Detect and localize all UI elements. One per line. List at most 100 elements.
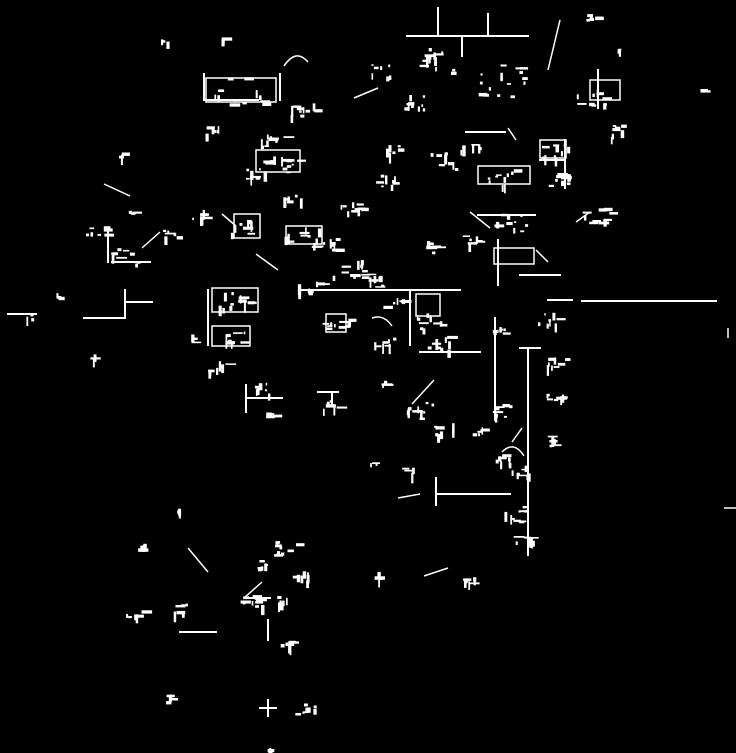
glyph-fragment — [313, 705, 317, 709]
glyph-fragment — [218, 361, 222, 372]
glyph-fragment — [275, 541, 281, 544]
glyph-fragment — [499, 327, 502, 333]
glyph-fragment — [299, 231, 310, 235]
glyph-fragment — [264, 389, 268, 392]
glyph-fragment — [549, 444, 552, 448]
glyph-fragment — [181, 612, 185, 618]
glyph-fragment — [225, 363, 237, 365]
glyph-fragment — [293, 105, 302, 108]
glyph-fragment — [592, 220, 602, 223]
glyph-fragment — [332, 275, 336, 281]
glyph-fragment — [549, 440, 558, 443]
glyph-fragment — [260, 566, 264, 571]
glyph-fragment — [420, 412, 423, 419]
glyph-fragment — [556, 175, 565, 179]
glyph-fragment — [347, 211, 350, 218]
glyph-fragment — [314, 109, 323, 113]
glyph-fragment — [611, 133, 614, 140]
glyph-fragment — [700, 89, 708, 93]
glyph-fragment — [259, 560, 265, 563]
glyph-fragment — [378, 577, 380, 588]
glyph-fragment — [586, 18, 590, 22]
glyph-fragment — [483, 93, 489, 97]
glyph-fragment — [452, 68, 456, 72]
glyph-fragment — [471, 144, 480, 146]
glyph-fragment — [407, 103, 410, 111]
glyph-fragment — [116, 256, 128, 259]
glyph-fragment — [243, 331, 246, 335]
glyph-fragment — [479, 81, 483, 85]
component-box — [493, 247, 535, 265]
glyph-fragment — [283, 197, 287, 208]
glyph-fragment — [466, 578, 468, 584]
glyph-fragment — [429, 315, 432, 323]
glyph-fragment — [525, 224, 529, 227]
glyph-fragment — [548, 319, 552, 322]
glyph-fragment — [388, 152, 392, 164]
glyph-fragment — [417, 406, 420, 414]
glyph-fragment — [554, 157, 558, 167]
glyph-fragment — [438, 164, 446, 167]
glyph-fragment — [252, 595, 263, 598]
glyph-fragment — [216, 367, 219, 375]
glyph-fragment — [493, 331, 497, 336]
glyph-fragment — [239, 223, 243, 226]
glyph-fragment — [495, 459, 499, 464]
glyph-fragment — [357, 260, 360, 270]
glyph-fragment — [385, 384, 394, 386]
glyph-fragment — [306, 574, 310, 584]
glyph-fragment — [448, 341, 451, 350]
glyph-fragment — [217, 126, 220, 134]
glyph-fragment — [176, 610, 186, 615]
glyph-fragment — [382, 341, 389, 344]
glyph-fragment — [448, 162, 454, 166]
glyph-fragment — [290, 114, 294, 123]
glyph-fragment — [612, 128, 621, 132]
glyph-fragment — [286, 171, 291, 174]
glyph-fragment — [250, 170, 254, 180]
glyph-fragment — [620, 130, 625, 139]
glyph-fragment — [424, 54, 436, 58]
glyph-fragment — [435, 66, 437, 72]
glyph-fragment — [296, 574, 301, 583]
glyph-fragment — [178, 508, 182, 516]
glyph-fragment — [547, 393, 550, 397]
glyph-fragment — [519, 71, 523, 74]
glyph-fragment — [432, 251, 436, 255]
glyph-fragment — [135, 614, 139, 624]
glyph-fragment — [495, 221, 500, 229]
glyph-fragment — [519, 67, 529, 70]
glyph-fragment — [255, 389, 258, 396]
glyph-fragment — [177, 510, 180, 514]
glyph-fragment — [598, 221, 610, 225]
glyph-fragment — [141, 610, 153, 614]
glyph-fragment — [250, 175, 261, 178]
glyph-fragment — [285, 642, 295, 646]
glyph-fragment — [513, 536, 525, 538]
glyph-fragment — [277, 596, 282, 599]
glyph-fragment — [129, 252, 135, 256]
glyph-fragment — [598, 208, 607, 212]
glyph-fragment — [425, 57, 429, 68]
glyph-fragment — [501, 185, 504, 192]
component-stroke — [353, 87, 379, 99]
wire-network — [7, 7, 736, 717]
glyph-fragment — [469, 582, 480, 585]
glyph-fragment — [380, 174, 385, 178]
glyph-fragment — [371, 64, 374, 66]
glyph-fragment — [294, 194, 298, 198]
glyph-fragment — [269, 160, 276, 163]
glyph-fragment — [546, 398, 554, 401]
glyph-fragment — [169, 694, 172, 703]
glyph-fragment — [229, 103, 241, 107]
glyph-fragment — [314, 245, 324, 248]
glyph-fragment — [528, 536, 531, 547]
glyph-fragment — [495, 407, 500, 411]
glyph-fragment — [302, 711, 308, 714]
glyph-fragment — [240, 341, 250, 344]
glyph-fragment — [104, 233, 115, 237]
glyph-fragment — [231, 292, 234, 296]
glyph-fragment — [434, 425, 438, 428]
glyph-fragment — [225, 338, 228, 349]
glyph-fragment — [382, 383, 384, 389]
